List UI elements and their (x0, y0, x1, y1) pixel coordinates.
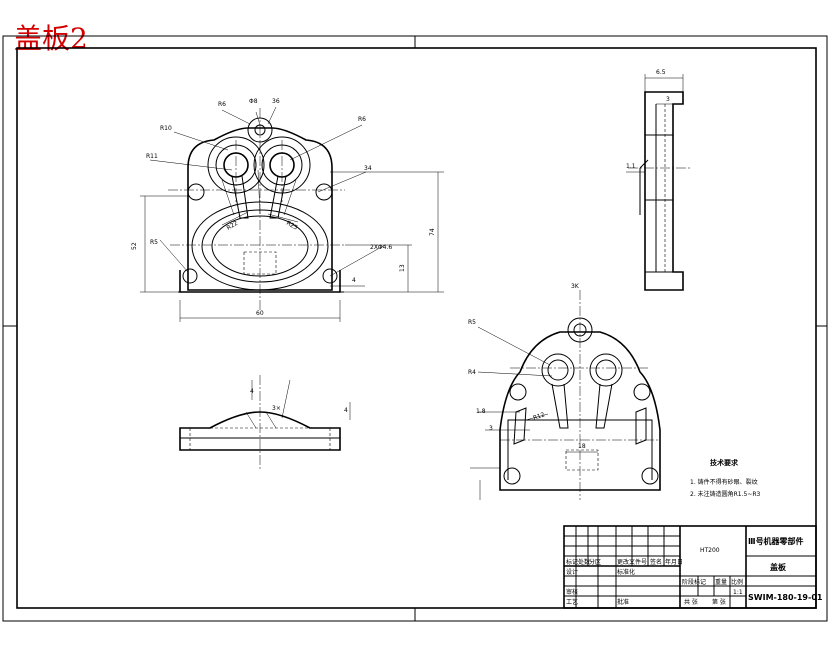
side-dim-left: 1.1 (626, 163, 636, 170)
front-dim-74: 74 (429, 228, 436, 236)
front-dim-2xphi46: 2XΦ4.6 (370, 244, 392, 251)
tb-material: HT200 (700, 547, 720, 554)
tb-label-scale: 比例 (731, 578, 743, 586)
front-dim-R5: R5 (150, 239, 158, 246)
section-dim-right: 4 (344, 407, 348, 414)
tb-label-sheet-no: 第 张 (712, 598, 726, 606)
tech-line-1: 1. 铸件不得有砂眼、裂纹 (690, 478, 758, 486)
tb-label-total-sheets: 共 张 (684, 598, 698, 606)
right-dim-R4: R4 (468, 369, 476, 376)
tb-label-weight: 重量 (715, 578, 727, 586)
side-dim-top: 6.5 (656, 69, 666, 76)
tb-part-name: 盖板 (770, 562, 787, 572)
drawing-title: 盖板2 (14, 22, 88, 55)
title-block: 标记 处数 分区 更改文件号 签名 年月日 设计 标准化 审核 工艺 批准 阶段… (563, 525, 823, 609)
outer-frame (2, 35, 828, 622)
front-dim-52: 52 (131, 242, 138, 250)
tech-requirements: 技术要求 1. 铸件不得有砂眼、裂纹 2. 未注铸造圆角R1.5~R3 (690, 458, 761, 498)
tb-label-date: 年月日 (665, 558, 683, 566)
right-view: 3K R5 R4 R12 1.8 3 18 (468, 283, 661, 500)
tech-heading: 技术要求 (710, 458, 739, 467)
front-dim-13: 13 (399, 264, 406, 272)
section-dim-angle: 3× (272, 405, 281, 412)
tb-label-sign: 签名 (650, 558, 662, 566)
front-dim-R6-right: R6 (358, 116, 366, 123)
right-dim-3: 3 (489, 425, 493, 432)
tb-label-standard: 标准化 (617, 568, 635, 576)
tb-label-zone: 分区 (589, 558, 601, 566)
front-dim-4: 4 (352, 277, 356, 284)
front-dim-phi8: Φ8 (249, 98, 258, 105)
section-dim-left: 4 (250, 388, 254, 395)
tech-line-2: 2. 未注铸造圆角R1.5~R3 (690, 490, 761, 498)
tb-label-approve: 批准 (617, 598, 629, 606)
tb-label-process: 工艺 (566, 598, 578, 606)
right-dim-top: 3K (571, 283, 580, 290)
front-dim-36: 36 (272, 98, 280, 105)
front-dim-R22: R22 (226, 220, 240, 232)
front-dim-34: 34 (364, 165, 372, 172)
front-dim-R10: R10 (160, 125, 172, 132)
right-dim-18-left: 1.8 (476, 408, 486, 415)
front-dim-R6-top: R6 (218, 101, 226, 108)
right-dim-18-bottom: 18 (578, 443, 586, 450)
front-dim-60: 60 (256, 310, 264, 317)
tb-label-review: 审核 (566, 588, 578, 596)
tb-label-change-doc: 更改文件号 (617, 558, 647, 566)
inner-frame (16, 47, 817, 609)
tb-label-stage: 阶段标记 (682, 578, 706, 586)
side-view: 6.5 3 1.1 (626, 69, 690, 291)
tb-scale-value: 1:1 (733, 589, 743, 596)
right-dim-R5: R5 (468, 319, 476, 326)
tb-drawing-number: SWIM-180-19-01 (748, 593, 823, 602)
tb-label-count: 处数 (578, 558, 590, 566)
side-dim-small: 3 (666, 96, 670, 103)
tb-label-mark: 标记 (566, 558, 578, 566)
front-dim-R11: R11 (146, 153, 158, 160)
right-dim-R12: R12 (532, 411, 546, 422)
front-view: R6 Φ8 36 R6 R10 R11 34 R22 R25 52 R5 2XΦ… (131, 98, 444, 322)
tb-design-name: Ⅲ号机器零部件 (748, 536, 804, 546)
tb-label-design: 设计 (566, 568, 578, 576)
section-view: 4 3× 4 (179, 375, 351, 470)
